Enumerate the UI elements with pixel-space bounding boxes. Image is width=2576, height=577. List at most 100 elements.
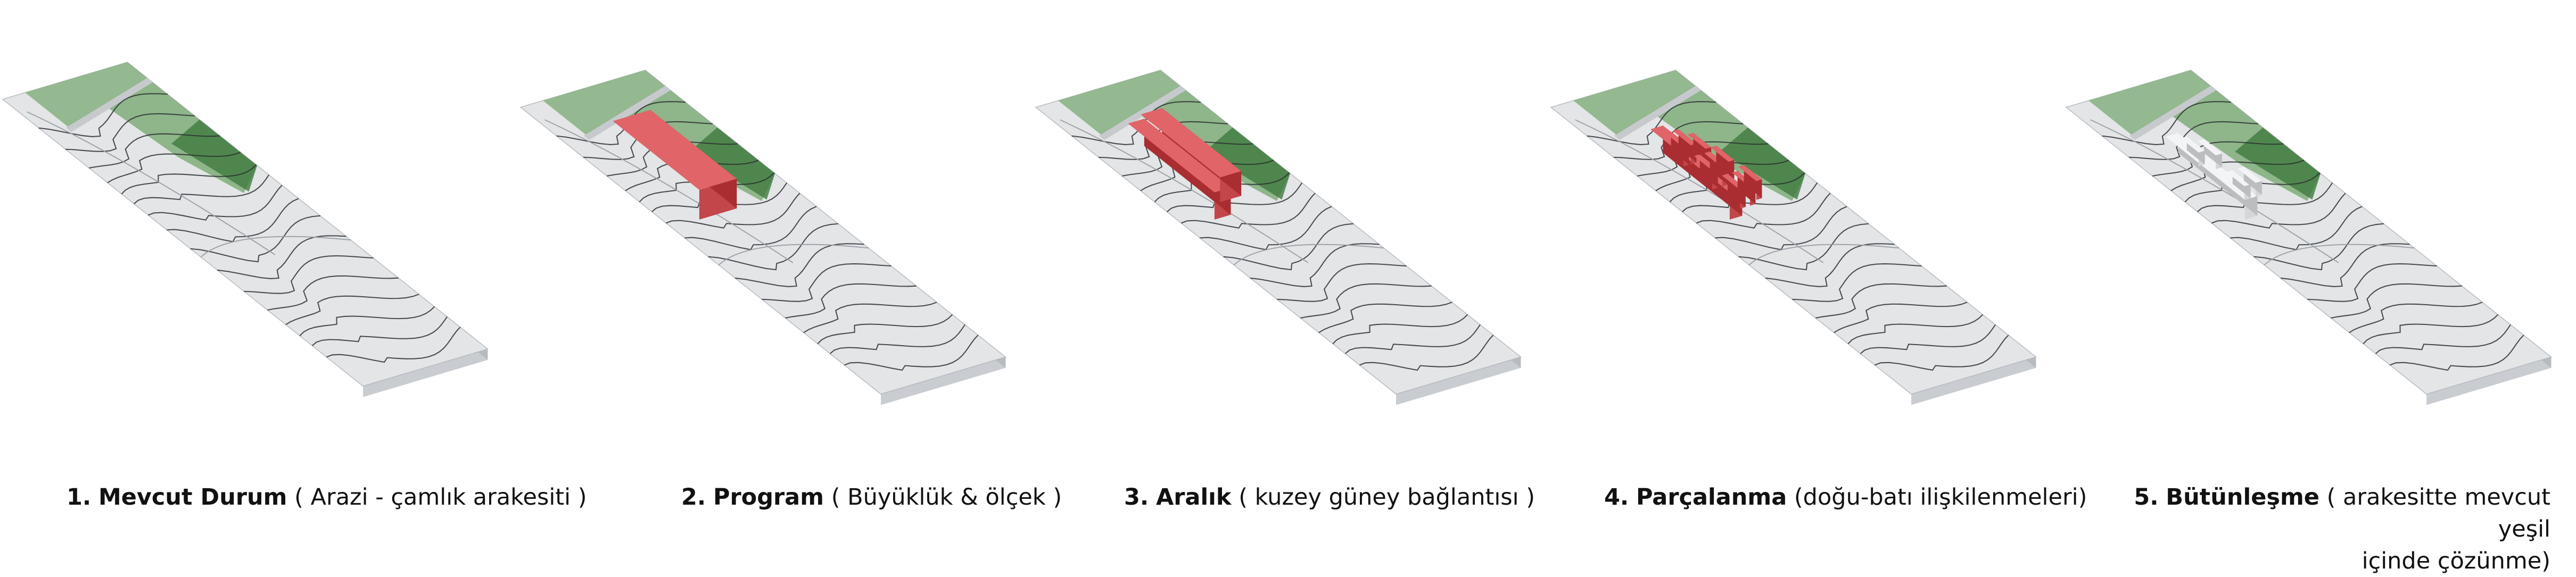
site-path	[200, 236, 351, 258]
site-road	[1099, 86, 1186, 140]
site-path	[1575, 119, 1824, 263]
slab-front-face	[2426, 357, 2552, 405]
forest-dense-core	[171, 119, 258, 192]
forest-north-strip	[25, 62, 153, 130]
contour-line	[89, 133, 220, 169]
contour-line	[1318, 302, 1452, 333]
contour-line	[1715, 206, 1847, 250]
caption-1-subtitle: ( Arazi - çamlık arakesiti )	[294, 484, 587, 511]
site-path	[2264, 244, 2415, 266]
contour-line	[1875, 335, 2009, 371]
caption-3-number: 3.	[1124, 484, 1149, 511]
contour-line	[1587, 101, 1716, 145]
fragment-unit-top	[1711, 145, 1735, 162]
contour-line	[1200, 206, 1332, 250]
forest-dense-core	[1720, 127, 1806, 200]
contour-line	[2307, 263, 2437, 302]
site-model-fragmentation	[1550, 70, 2037, 405]
caption-1-title: Mevcut Durum	[98, 484, 287, 511]
site-model-group	[1035, 70, 1522, 405]
site-road	[65, 78, 153, 132]
caption-4-title: Parçalanma	[1636, 484, 1787, 511]
panel-existing-site: 1. Mevcut Durum ( Arazi - çamlık arakesi…	[0, 0, 587, 552]
site-model-group	[1550, 70, 2037, 405]
contour-line	[1738, 223, 1869, 271]
site-path	[718, 244, 869, 266]
contour-line	[2152, 141, 2284, 177]
caption-5-line1: 5. Bütünleşme ( arakesitte mevcut yeşil	[2114, 481, 2550, 545]
contour-line	[2375, 324, 2511, 354]
caption-3-subtitle: ( kuzey güney bağlantısı )	[1239, 484, 1535, 511]
contour-line	[2230, 206, 2363, 250]
contour-line	[299, 306, 435, 337]
caption-5-line2: içinde çözünme)	[2362, 548, 2550, 574]
contour-line	[1344, 324, 1481, 354]
contour-line	[1834, 302, 1968, 333]
integrated-unit-top	[2226, 170, 2251, 187]
contour-line	[1167, 182, 1303, 213]
terrain-surface	[519, 70, 1006, 395]
contour-line	[684, 206, 817, 250]
contour-line	[107, 152, 241, 183]
forest-north-strip	[1058, 70, 1186, 138]
site-path	[1748, 244, 1900, 266]
contour-line	[2281, 243, 2410, 287]
contour-line	[1223, 223, 1353, 271]
forest-north-strip	[2088, 70, 2216, 138]
forest-dense-core	[2235, 127, 2321, 200]
contour-line	[1277, 263, 1407, 302]
contour-line	[735, 243, 864, 287]
contour-line	[1847, 314, 1984, 345]
contour-line	[844, 335, 979, 371]
contour-line	[1682, 182, 1818, 213]
contour-line	[1792, 263, 1922, 302]
contour-line	[311, 316, 448, 346]
contour-line	[267, 275, 399, 311]
contour-line	[190, 215, 320, 263]
panel-gap: 3. Aralık ( kuzey güney bağlantısı )	[1030, 0, 1546, 552]
site-road	[2129, 86, 2216, 140]
slab-front-face	[1396, 357, 1521, 405]
caption-4: 4. Parçalanma (doğu-batı ilişkilenmeleri…	[1604, 481, 2087, 513]
forest-dense-core	[1204, 127, 1291, 200]
contour-line	[326, 327, 461, 363]
integrated-unit-top	[2181, 136, 2205, 153]
caption-2-number: 2.	[681, 484, 706, 511]
contour-line	[2197, 182, 2333, 213]
slab-front-face	[881, 357, 1006, 405]
contour-line	[1696, 193, 1831, 229]
contour-line	[244, 255, 374, 294]
contour-line	[1300, 283, 1432, 319]
caption-3: 3. Aralık ( kuzey güney bağlantısı )	[1124, 481, 1535, 513]
caption-2-title: Program	[713, 484, 824, 511]
site-model-integration	[2065, 70, 2552, 405]
site-model-existing	[2, 62, 489, 397]
slab-front-face	[363, 349, 488, 397]
contour-line	[2128, 121, 2259, 160]
program-block-top	[613, 110, 737, 190]
caption-2: 2. Program ( Büyüklük & ölçek )	[681, 481, 1062, 513]
integrated-unit-top	[2198, 139, 2222, 156]
panel-program: 2. Program ( Büyüklük & ölçek )	[515, 0, 1062, 552]
caption-1: 1. Mevcut Durum ( Arazi - çamlık arakesi…	[67, 481, 587, 513]
contour-line	[217, 235, 346, 279]
contour-line	[785, 283, 917, 319]
caption-5-number: 5.	[2134, 484, 2159, 511]
forest-north-strip	[1573, 70, 1701, 138]
slab-front-face	[1911, 357, 2036, 405]
contour-line	[817, 314, 953, 345]
caption-2-subtitle: ( Büyüklük & ölçek )	[831, 484, 1062, 511]
contour-line	[1359, 335, 1494, 371]
terrain-surface	[2, 62, 489, 387]
contour-line	[1860, 324, 1996, 354]
contour-line	[38, 93, 168, 137]
mass-east-top	[1141, 108, 1242, 178]
site-model-gap	[1035, 70, 1522, 405]
forest-dense-core	[689, 127, 775, 200]
site-model-group	[2065, 70, 2552, 405]
contour-line	[2390, 335, 2524, 371]
caption-5-subtitle: ( arakesitte mevcut yeşil	[2326, 484, 2550, 542]
contour-line	[708, 223, 838, 271]
contour-line	[829, 324, 965, 354]
contour-line	[1332, 314, 1468, 345]
